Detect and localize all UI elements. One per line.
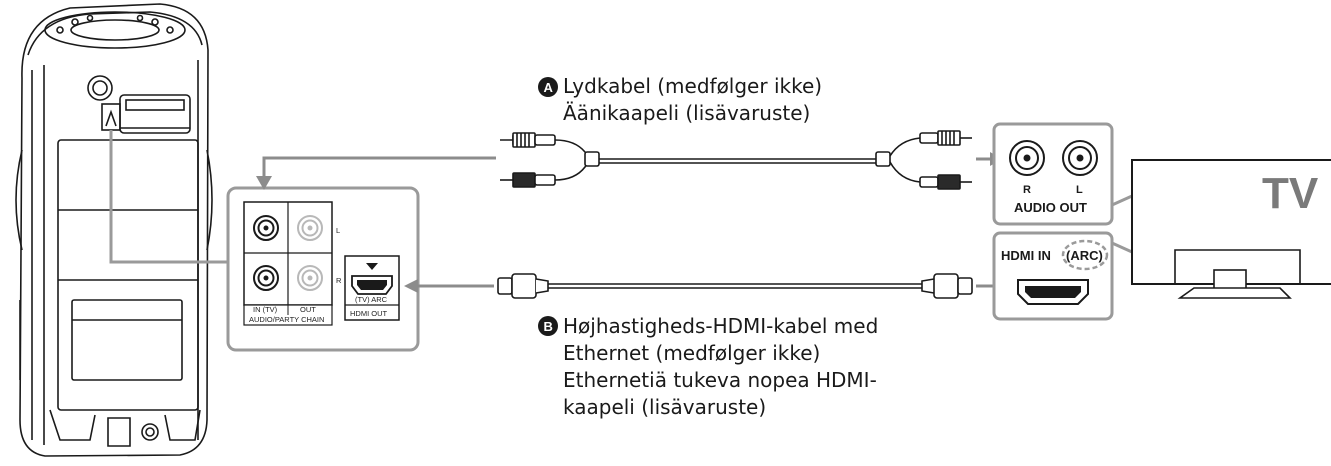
speaker-unit: [15, 3, 213, 457]
speaker-label-l: L: [336, 226, 340, 235]
caption-b-line3: Ethernetiä tukeva nopea HDMI-: [563, 368, 877, 392]
badge-b-letter: B: [544, 319, 553, 334]
audio-cable: [500, 130, 972, 190]
badge-a-icon: [538, 77, 558, 97]
speaker-label-out: OUT: [300, 305, 316, 314]
tv-hdmi-in-panel: HDMI IN (ARC): [992, 231, 1114, 321]
caption-b-line1: Højhastigheds-HDMI-kabel med: [563, 314, 878, 338]
tv-label-arc: (ARC): [1066, 248, 1103, 263]
tv-label: TV: [1262, 169, 1319, 218]
caption-b: B Højhastigheds-HDMI-kabel med Ethernet …: [538, 314, 878, 419]
tv-label-l: L: [1076, 184, 1083, 196]
tv: TV: [1111, 159, 1331, 299]
caption-a-line1: Lydkabel (medfølger ikke): [563, 74, 822, 98]
callout-line: [109, 130, 228, 264]
caption-a-line2: Äänikaapeli (lisävaruste): [563, 101, 810, 125]
speaker-label-in-tv: IN (TV): [253, 305, 278, 314]
hdmi-cable: [497, 273, 973, 299]
speaker-label-hdmi-out: HDMI OUT: [350, 309, 387, 318]
tv-audio-out-panel: R L AUDIO OUT: [992, 122, 1114, 226]
badge-a-letter: A: [544, 80, 554, 95]
arrow-audio-to-speaker: [262, 156, 496, 178]
badge-b-icon: [538, 316, 558, 336]
speaker-label-r: R: [336, 276, 342, 285]
arc-highlight: [1061, 239, 1109, 271]
tv-label-audio-out: AUDIO OUT: [1014, 200, 1087, 215]
speaker-label-audio-party-chain: AUDIO/PARTY CHAIN: [249, 315, 324, 324]
tv-label-r: R: [1023, 184, 1031, 196]
caption-a: A Lydkabel (medfølger ikke) Äänikaapeli …: [538, 74, 822, 125]
caption-b-line4: kaapeli (lisävaruste): [563, 395, 766, 419]
speaker-panel: L R IN (TV) OUT AUDIO/PARTY CHAIN (TV) A…: [226, 186, 420, 352]
tv-label-hdmi-in: HDMI IN: [1001, 248, 1051, 263]
caption-b-line2: Ethernet (medfølger ikke): [563, 341, 820, 365]
speaker-label-tv-arc: (TV) ARC: [355, 295, 388, 304]
